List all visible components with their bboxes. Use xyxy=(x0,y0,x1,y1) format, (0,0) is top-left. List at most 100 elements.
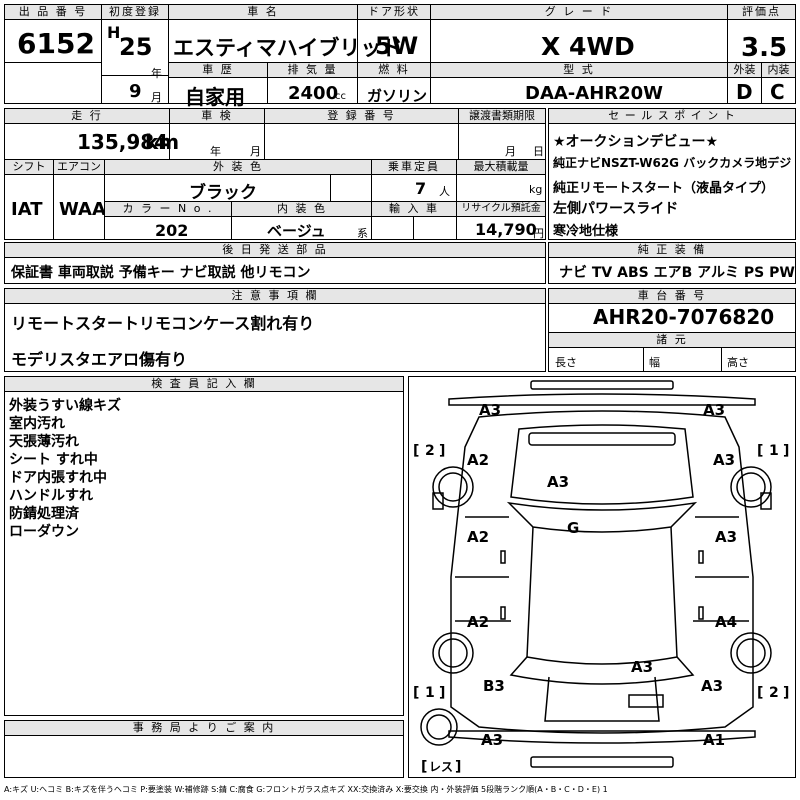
mark-roof: G xyxy=(567,519,579,537)
sales-point-4: 左側パワースライド xyxy=(553,201,679,217)
shaken-year: 年 xyxy=(210,145,221,158)
shift: IAT xyxy=(11,199,43,220)
car-diagram: A3 A3 A2 A3 A3 G A2 A3 A2 A4 A3 B3 A3 A3… xyxy=(413,380,789,775)
shaken-month: 月 xyxy=(250,145,261,158)
svg-text:[: [ xyxy=(757,443,763,459)
int-color-unit: 系 xyxy=(357,227,368,240)
ac-label: エアコン xyxy=(54,160,104,175)
disp-unit: cc xyxy=(335,91,346,102)
note-1: リモートスタートリモコンケース割れ有り xyxy=(11,314,315,333)
width-label: 幅 xyxy=(649,356,660,369)
load-unit: kg xyxy=(529,183,543,196)
mark-right-rear-door: A4 xyxy=(715,613,737,631)
svg-text:[: [ xyxy=(421,759,427,775)
tire-front-left: 2 xyxy=(425,443,435,459)
year-unit: 年 xyxy=(151,67,162,80)
shaken-label: 車 検 xyxy=(170,109,264,124)
mark-tailgate: A3 xyxy=(631,658,653,676)
int-label: 内装 xyxy=(762,63,795,78)
svg-text:[: [ xyxy=(413,685,419,701)
tire-rear-left: 1 xyxy=(425,685,435,701)
score-label: 評価点 xyxy=(728,5,795,20)
history: 自家用 xyxy=(185,85,245,109)
mark-left-front-door: A2 xyxy=(467,528,489,546)
equipment: 純 正 装 備 ナビ TV ABS エアB アルミ PS PW xyxy=(548,242,796,284)
load-label: 最大積載量 xyxy=(457,160,545,175)
transfer-label: 譲渡書類期限 xyxy=(459,109,545,124)
legend: A:キズ U:ヘコミ B:キズを伴うヘコミ P:要塗装 W:補修跡 S:錆 C:… xyxy=(4,785,608,794)
inspector-label: 検 査 員 記 入 欄 xyxy=(5,377,403,392)
color-no-label: カ ラ ー N o . xyxy=(105,202,231,217)
color: ブラック xyxy=(189,183,257,203)
note-2: モデリスタエアロ傷有り xyxy=(11,350,188,369)
mark-front-right: A3 xyxy=(703,401,725,419)
svg-text:]: ] xyxy=(455,759,461,775)
shift-label: シフト xyxy=(5,160,53,175)
later-parts-text: 保証書 車両取説 予備キー ナビ取説 他リモコン xyxy=(11,265,311,281)
era: H xyxy=(107,23,121,42)
sales-points: セ ー ル ス ポ イ ン ト ★オークションデビュー★ 純正ナビNSZT-W6… xyxy=(548,108,796,240)
mark-hood: A3 xyxy=(547,473,569,491)
mark-left-fender: A2 xyxy=(467,451,489,469)
chassis: 車 台 番 号 AHR20-7076820 諸 元 長さ 幅 高さ xyxy=(548,288,796,372)
mark-right-front-door: A3 xyxy=(715,528,737,546)
month-unit: 月 xyxy=(151,91,162,104)
lot-number: 6152 xyxy=(17,27,95,60)
inspector-line-1: 外装うすい線キズ xyxy=(9,398,121,414)
capacity-unit: 人 xyxy=(439,185,450,198)
model-label: 車 名 xyxy=(169,5,357,20)
equipment-label: 純 正 装 備 xyxy=(549,243,795,258)
notes-label: 注 意 事 項 欄 xyxy=(5,289,545,304)
sales-point-3: 純正リモートスタート（液晶タイプ） xyxy=(553,181,775,196)
mark-left-rear: B3 xyxy=(483,677,505,695)
recycle: 14,790 xyxy=(475,220,537,239)
inspector-line-8: ローダウン xyxy=(9,524,79,540)
svg-text:]: ] xyxy=(783,685,789,701)
mileage-label: 走 行 xyxy=(5,109,169,124)
color-label: 外 装 色 xyxy=(105,160,371,175)
int-color: ベージュ xyxy=(267,222,326,240)
mark-left-rear-door: A2 xyxy=(467,613,489,631)
fuel: ガソリン xyxy=(367,87,428,105)
model-name: エスティマハイブリッド xyxy=(173,36,403,60)
import-label: 輸 入 車 xyxy=(372,202,456,217)
tire-rear-right: 2 xyxy=(769,685,779,701)
svg-text:]: ] xyxy=(439,685,445,701)
ext-grade: D xyxy=(736,80,753,104)
recycle-unit: 円 xyxy=(533,227,544,240)
lot-label: 出 品 番 号 xyxy=(5,5,101,20)
capacity-label: 乗車定員 xyxy=(372,160,456,175)
length-label: 長さ xyxy=(555,356,577,369)
chassis-number: AHR20-7076820 xyxy=(593,305,775,329)
int-color-label: 内 装 色 xyxy=(232,202,372,217)
first-reg-label: 初度登録 xyxy=(102,5,168,20)
sales-point-1: ★オークションデビュー★ xyxy=(553,134,719,150)
history-label: 車 歴 xyxy=(169,63,267,78)
mark-rear-right-bottom: A1 xyxy=(703,731,725,749)
inspector-line-5: ドア内張すれ中 xyxy=(9,470,107,486)
svg-text:[: [ xyxy=(413,443,419,459)
mark-rear-left-bottom: A3 xyxy=(481,731,503,749)
office-notes: 事 務 局 よ り ご 案 内 xyxy=(4,720,404,778)
transfer-month: 月 xyxy=(505,145,516,158)
capacity: 7 xyxy=(415,179,427,198)
office-label: 事 務 局 よ り ご 案 内 xyxy=(5,721,403,736)
regno-label: 登 録 番 号 xyxy=(265,109,458,124)
later-parts-label: 後 日 発 送 部 品 xyxy=(5,243,545,258)
mark-front-left: A3 xyxy=(479,401,501,419)
height-label: 高さ xyxy=(727,356,749,369)
mark-right-rear: A3 xyxy=(701,677,723,695)
dims-label: 諸 元 xyxy=(549,333,795,348)
inspector-line-4: シート すれ中 xyxy=(9,452,98,468)
notes: 注 意 事 項 欄 リモートスタートリモコンケース割れ有り モデリスタエアロ傷有… xyxy=(4,288,546,372)
transfer-day: 日 xyxy=(533,145,544,158)
svg-text:]: ] xyxy=(783,443,789,459)
type-code: DAA-AHR20W xyxy=(525,83,664,104)
disp-label: 排 気 量 xyxy=(268,63,357,78)
header-block: 出 品 番 号 6152 初度登録 H 25 年 9 月 車 名 エスティマハイ… xyxy=(4,4,796,109)
type-label: 型 式 xyxy=(431,63,727,78)
first-reg-month: 9 xyxy=(129,81,142,102)
inspector-line-2: 室内汚れ xyxy=(9,416,65,432)
sales-points-label: セ ー ル ス ポ イ ン ト xyxy=(549,109,795,124)
grade-label: グ レ ー ド xyxy=(431,5,727,20)
